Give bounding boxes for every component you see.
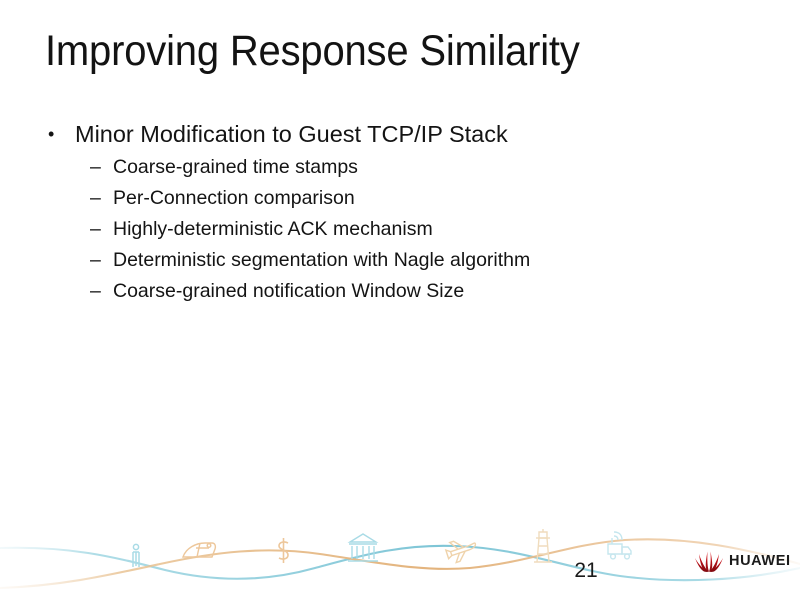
bullet-marker-dash: – — [90, 218, 101, 240]
bullet-marker-dash: – — [90, 249, 101, 271]
person-icon — [132, 543, 140, 567]
bullet-text: Coarse-grained notification Window Size — [113, 280, 465, 302]
bullet-item-level2: – Per-Connection comparison — [44, 183, 764, 214]
bullet-text: Per-Connection comparison — [113, 187, 355, 209]
bullet-item-level2: – Coarse-grained notification Window Siz… — [44, 276, 764, 307]
bullet-text: Deterministic segmentation with Nagle al… — [113, 249, 531, 271]
bank-building-icon — [347, 533, 379, 562]
wave-teal — [0, 544, 800, 582]
huawei-logo: HUAWEI — [694, 546, 790, 576]
bullet-item-level2: – Highly-deterministic ACK mechanism — [44, 214, 764, 245]
bullet-marker-dash: – — [90, 280, 101, 302]
footer-decoration — [0, 510, 800, 600]
bullet-marker-dash: – — [90, 187, 101, 209]
tower-derrick-icon — [534, 529, 552, 563]
slide-body: • Minor Modification to Guest TCP/IP Sta… — [44, 118, 764, 307]
bullet-text: Minor Modification to Guest TCP/IP Stack — [75, 121, 508, 147]
bullet-marker-dash: – — [90, 156, 101, 178]
airplane-icon — [444, 540, 477, 564]
wave-orange — [0, 538, 800, 590]
huawei-wordmark: HUAWEI — [729, 553, 791, 569]
bullet-text: Highly-deterministic ACK mechanism — [113, 218, 433, 240]
bullet-item-level1: • Minor Modification to Guest TCP/IP Sta… — [44, 118, 764, 150]
bullet-item-level2: – Deterministic segmentation with Nagle … — [44, 245, 764, 276]
bullet-text: Coarse-grained time stamps — [113, 156, 358, 178]
slide-title: Improving Response Similarity — [45, 27, 580, 75]
delivery-truck-icon — [607, 531, 632, 560]
slide-number: 21 — [574, 559, 598, 582]
huawei-flower-icon — [695, 551, 723, 572]
bullet-item-level2: – Coarse-grained time stamps — [44, 152, 764, 183]
sub-bullet-list: – Coarse-grained time stamps – Per-Conne… — [44, 152, 764, 307]
dollar-sign-icon — [278, 538, 289, 563]
bullet-marker-dot: • — [48, 124, 55, 144]
train-icon — [182, 542, 217, 558]
